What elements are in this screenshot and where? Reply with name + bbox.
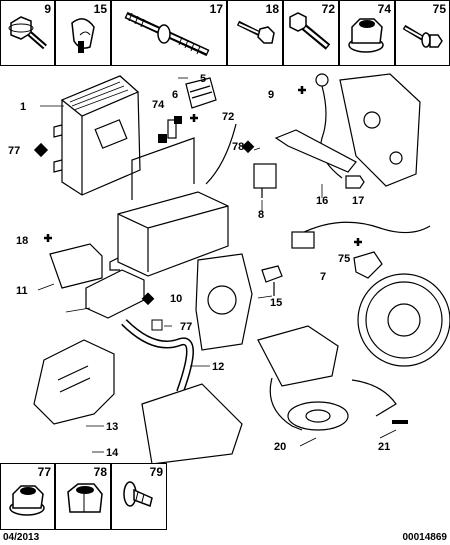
callout-17: 17 bbox=[352, 195, 364, 207]
bolt-flange-icon bbox=[8, 16, 47, 50]
callout-6: 6 bbox=[172, 89, 178, 101]
callout-20: 20 bbox=[274, 441, 286, 453]
part-cell-74: 74 bbox=[339, 0, 395, 66]
footer-doc-number: 00014869 bbox=[402, 532, 448, 543]
footer-date: 04/2013 bbox=[3, 532, 40, 543]
part-ref: 77 bbox=[37, 465, 51, 479]
flange-nut-icon bbox=[9, 485, 45, 516]
part-cell-9: 9 bbox=[0, 0, 55, 66]
callout-7: 7 bbox=[320, 271, 326, 283]
part-cell-17: 17 bbox=[111, 0, 227, 66]
callout-11: 11 bbox=[16, 285, 28, 297]
part-ref: 15 bbox=[93, 2, 107, 16]
callout-5: 5 bbox=[200, 73, 206, 85]
callout-8: 8 bbox=[258, 209, 264, 221]
callout-75: 75 bbox=[338, 253, 350, 265]
callout-72: 72 bbox=[222, 111, 234, 123]
callout-14: 13 bbox=[106, 421, 118, 433]
hex-nut-icon bbox=[67, 483, 103, 513]
callout-16: 16 bbox=[316, 195, 328, 207]
callout-78: 78 bbox=[232, 141, 244, 153]
callout-77b: 10 bbox=[170, 293, 182, 305]
push-rivet-icon bbox=[123, 481, 153, 507]
callout-79: 14 bbox=[106, 447, 119, 459]
part-ref: 74 bbox=[377, 2, 391, 16]
callout-77: 77 bbox=[8, 145, 20, 157]
bolt-icon bbox=[236, 20, 275, 44]
part-cell-18: 18 bbox=[227, 0, 283, 66]
part-ref: 79 bbox=[149, 465, 163, 479]
callout-1: 1 bbox=[20, 101, 26, 113]
screw-washer-icon bbox=[402, 24, 443, 48]
part-cell-72: 72 bbox=[283, 0, 339, 66]
part-ref: 17 bbox=[209, 2, 223, 16]
flange-nut-icon bbox=[348, 18, 384, 53]
part-ref: 75 bbox=[432, 2, 446, 16]
clip-icon bbox=[71, 18, 95, 53]
part-ref: 9 bbox=[44, 2, 51, 16]
part-ref: 78 bbox=[93, 465, 107, 479]
part-cell-77: 77 bbox=[0, 463, 55, 530]
callout-15: 77 bbox=[180, 321, 192, 333]
ecu-unit bbox=[53, 75, 141, 196]
part-ref: 72 bbox=[321, 2, 335, 16]
callout-9: 9 bbox=[268, 89, 274, 101]
part-cell-78: 78 bbox=[55, 463, 111, 530]
callout-74: 74 bbox=[152, 99, 165, 111]
ecu-tray bbox=[109, 137, 229, 277]
part-cell-15: 15 bbox=[55, 0, 111, 66]
callout-13: 12 bbox=[212, 361, 224, 373]
callout-12: 15 bbox=[270, 297, 282, 309]
part-cell-79: 79 bbox=[111, 463, 167, 530]
hex-bolt-icon bbox=[289, 12, 331, 50]
callout-18: 18 bbox=[16, 235, 28, 247]
callout-21: 21 bbox=[378, 441, 390, 453]
stud-bolt-icon bbox=[124, 11, 210, 57]
part-ref: 18 bbox=[265, 2, 279, 16]
